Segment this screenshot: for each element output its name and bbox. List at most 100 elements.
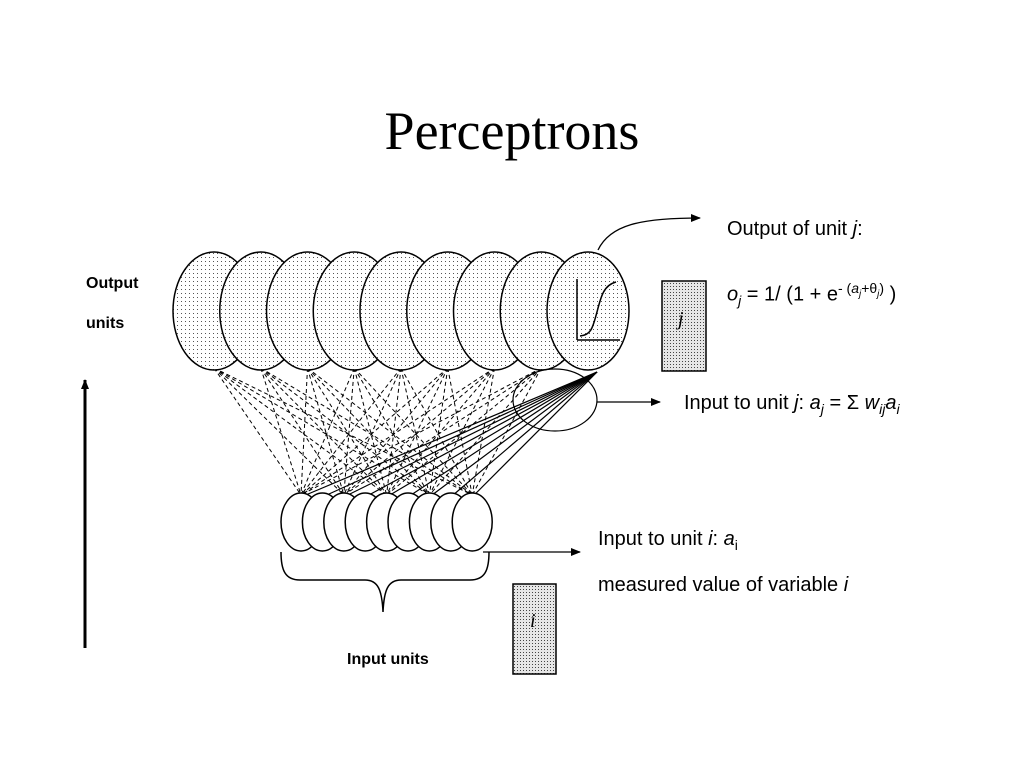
input-j-a: a <box>809 392 821 414</box>
formula-exp-minus: - <box>837 280 843 296</box>
input-units-label: Input units <box>347 651 429 668</box>
dashed-connection <box>386 367 449 496</box>
input-j-w-sub: ij <box>879 401 886 417</box>
dashed-connection <box>353 367 430 496</box>
input-i-colon: : <box>712 528 724 550</box>
output-units-label-line1: Output <box>86 275 139 292</box>
output-callout-arrow <box>597 214 701 251</box>
dashed-connection <box>307 367 388 496</box>
sigmoid-curve-icon <box>576 279 620 341</box>
output-formula: oj = 1/ (1 + e- (aj+θj) ) <box>727 280 896 309</box>
dashed-connection <box>300 367 308 496</box>
input-j-var: j <box>794 392 799 414</box>
formula-exp-close: ) <box>879 280 885 296</box>
dashed-connection <box>447 367 473 496</box>
weighted-connection <box>407 371 598 498</box>
dashed-connection <box>213 367 387 496</box>
dashed-connection <box>353 367 473 496</box>
output-of-unit-suffix: : <box>857 218 863 240</box>
dashed-connection <box>343 367 449 496</box>
dashed-connection <box>353 367 388 496</box>
output-of-unit-var: j <box>852 218 858 240</box>
input-j-prefix: Input to unit <box>684 392 795 414</box>
formula-o-sub: j <box>738 292 742 309</box>
input-unit <box>451 492 493 552</box>
dashed-connection <box>300 367 355 496</box>
weighted-connection <box>471 371 598 498</box>
output-unit-j <box>546 251 630 371</box>
input-i-prefix: Input to unit <box>598 528 709 550</box>
weighted-connection <box>386 371 598 498</box>
dashed-connection <box>428 367 495 496</box>
dashed-connection <box>429 367 542 496</box>
unit-i-box <box>512 583 557 675</box>
input-j-sigma: Σ <box>846 392 860 414</box>
dashed-connection <box>213 367 430 496</box>
dashed-connection <box>428 367 449 496</box>
dashed-connection <box>213 367 302 496</box>
dashed-connection <box>471 367 495 496</box>
input-units-layer <box>280 492 493 552</box>
input-units-brace <box>280 551 490 613</box>
weighted-connection <box>429 371 598 498</box>
dashed-connection <box>260 367 473 496</box>
input-to-j-label: Input to unit j: aj = Σ wijai <box>684 392 900 417</box>
dashed-connection <box>260 367 302 496</box>
input-j-a2-sub: i <box>896 401 900 417</box>
unit-j-box <box>661 280 707 372</box>
formula-o: o <box>727 283 739 306</box>
input-j-w: w <box>859 392 880 414</box>
weighted-connection <box>300 371 598 498</box>
output-units-layer <box>172 251 630 371</box>
dashed-connection <box>386 367 542 496</box>
dashed-connection <box>307 367 345 496</box>
measured-value-prefix: measured value of variable <box>598 574 844 596</box>
dashed-connection <box>307 367 430 496</box>
weighted-connection <box>450 371 598 498</box>
input-i-a: a <box>723 528 735 550</box>
input-j-a2: a <box>885 392 897 414</box>
dashed-connection <box>260 367 430 496</box>
weighted-connection <box>364 371 598 498</box>
formula-close: ) <box>884 283 897 306</box>
formula-exp-a-sub: j <box>859 288 862 300</box>
dashed-connection <box>213 367 473 496</box>
dashed-connection <box>343 367 355 496</box>
input-i-a-sub: i <box>734 537 738 553</box>
measured-value-label: measured value of variable i <box>598 574 848 597</box>
formula-exp-theta-sub: j <box>877 288 880 300</box>
dashed-connection <box>260 367 387 496</box>
measured-value-var: i <box>843 574 849 596</box>
unit-j-box-label: j <box>678 308 684 330</box>
unit-i-box-label: i <box>530 610 536 632</box>
input-j-colon: : <box>798 392 810 414</box>
input-to-i-label: Input to unit i: ai <box>598 528 738 553</box>
dashed-connection <box>260 367 345 496</box>
page-title: Perceptrons <box>384 101 640 161</box>
dashed-connection <box>343 367 402 496</box>
dashed-connection <box>300 367 495 496</box>
dashed-connection <box>343 367 542 496</box>
dashed-connection <box>300 367 449 496</box>
input-i-var: i <box>708 528 713 550</box>
dashed-connection <box>386 367 402 496</box>
dashed-connection <box>307 367 473 496</box>
formula-exp-theta: +θ <box>861 280 878 296</box>
weighted-connection <box>343 371 598 498</box>
output-of-unit-prefix: Output of unit <box>727 218 853 240</box>
formula-exp-a: a <box>851 280 860 296</box>
input-sum-highlight <box>512 368 598 432</box>
input-j-a-sub: j <box>820 401 824 417</box>
input-j-eq: = <box>823 392 847 414</box>
connection-lines <box>213 367 598 498</box>
formula-exp-open: ( <box>846 280 852 296</box>
dashed-connection <box>300 367 402 496</box>
formula-middle: = 1/ (1 + e <box>741 283 838 306</box>
output-units-label-line2: units <box>86 315 125 332</box>
weighted-connection <box>322 371 598 498</box>
dashed-connection <box>213 367 345 496</box>
output-of-unit-label: Output of unit j: <box>727 218 863 241</box>
dashed-connection <box>300 367 542 496</box>
dashed-connection <box>343 367 495 496</box>
